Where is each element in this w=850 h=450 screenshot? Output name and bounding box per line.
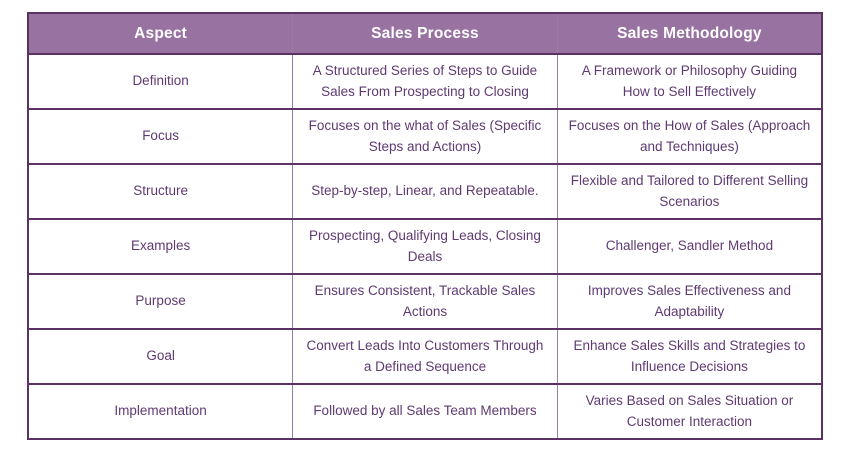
cell-sales-methodology: Flexible and Tailored to Different Selli…: [556, 163, 823, 220]
cell-sales-process: Convert Leads Into Customers Through a D…: [292, 328, 558, 385]
column-header-sales-process: Sales Process: [292, 12, 558, 55]
cell-sales-methodology: Focuses on the How of Sales (Approach an…: [556, 108, 823, 165]
table-row-purpose: Purpose Ensures Consistent, Trackable Sa…: [27, 273, 823, 330]
table-row-structure: Structure Step-by-step, Linear, and Repe…: [27, 163, 823, 220]
cell-aspect: Purpose: [27, 273, 294, 330]
cell-sales-methodology: A Framework or Philosophy Guiding How to…: [556, 53, 823, 110]
table-row-definition: Definition A Structured Series of Steps …: [27, 53, 823, 110]
cell-aspect: Definition: [27, 53, 294, 110]
comparison-table: Aspect Sales Process Sales Methodology D…: [27, 12, 823, 440]
cell-sales-methodology: Enhance Sales Skills and Strategies to I…: [556, 328, 823, 385]
table-header-row: Aspect Sales Process Sales Methodology: [27, 12, 823, 55]
table-row-implementation: Implementation Followed by all Sales Tea…: [27, 383, 823, 440]
column-header-aspect: Aspect: [27, 12, 294, 55]
cell-aspect: Examples: [27, 218, 294, 275]
cell-sales-process: A Structured Series of Steps to Guide Sa…: [292, 53, 558, 110]
cell-aspect: Structure: [27, 163, 294, 220]
cell-aspect: Focus: [27, 108, 294, 165]
cell-sales-methodology: Varies Based on Sales Situation or Custo…: [556, 383, 823, 440]
cell-sales-process: Focuses on the what of Sales (Specific S…: [292, 108, 558, 165]
cell-aspect: Goal: [27, 328, 294, 385]
table-row-focus: Focus Focuses on the what of Sales (Spec…: [27, 108, 823, 165]
table-row-examples: Examples Prospecting, Qualifying Leads, …: [27, 218, 823, 275]
table-row-goal: Goal Convert Leads Into Customers Throug…: [27, 328, 823, 385]
cell-sales-process: Followed by all Sales Team Members: [292, 383, 558, 440]
cell-sales-methodology: Challenger, Sandler Method: [556, 218, 823, 275]
cell-sales-process: Step-by-step, Linear, and Repeatable.: [292, 163, 558, 220]
cell-sales-process: Prospecting, Qualifying Leads, Closing D…: [292, 218, 558, 275]
cell-sales-methodology: Improves Sales Effectiveness and Adaptab…: [556, 273, 823, 330]
cell-sales-process: Ensures Consistent, Trackable Sales Acti…: [292, 273, 558, 330]
cell-aspect: Implementation: [27, 383, 294, 440]
column-header-sales-methodology: Sales Methodology: [556, 12, 823, 55]
